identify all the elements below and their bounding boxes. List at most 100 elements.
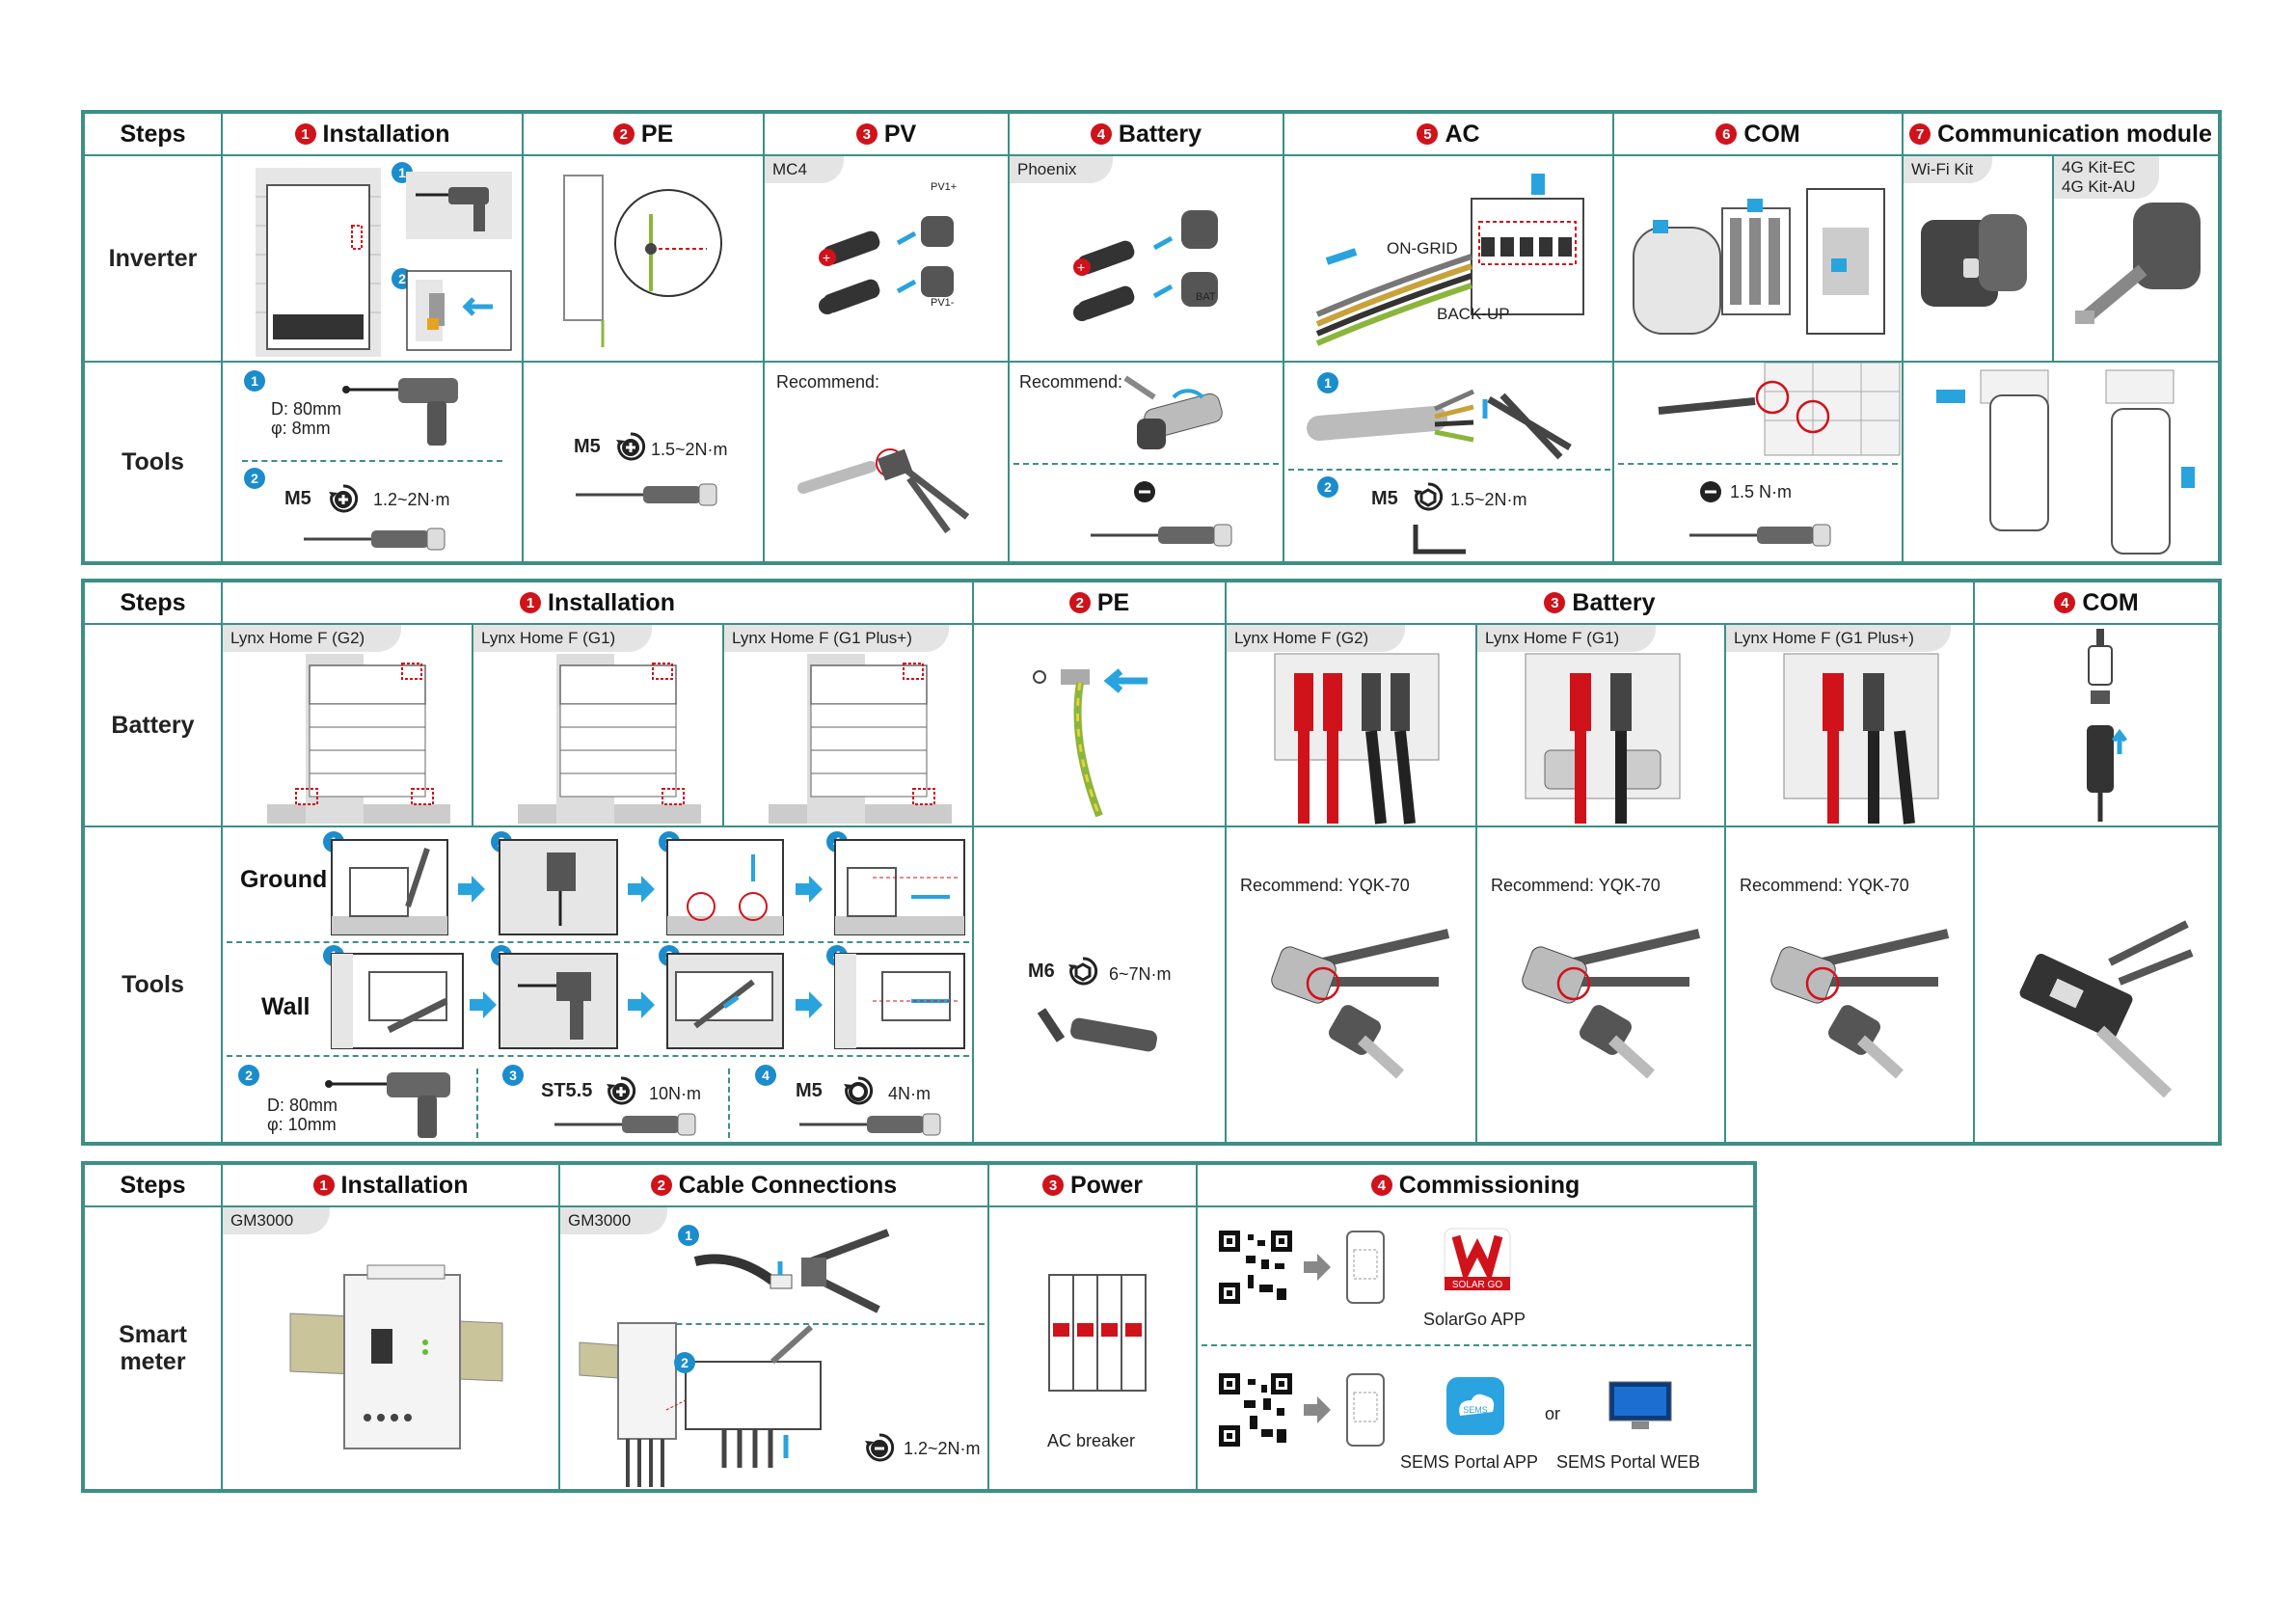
crimper-tool-illustration xyxy=(797,448,970,534)
torque-label: 1.5~2N·m xyxy=(651,440,728,459)
tools-module-cell xyxy=(1903,362,2219,562)
row-label-inverter: Inverter xyxy=(84,155,222,362)
battery-stack-illustration xyxy=(769,654,952,824)
header-label: AC xyxy=(1445,120,1480,148)
battery-pe-tools-cell: M6 6~7N·m xyxy=(973,826,1226,1143)
tools-com-cell: 1.5 N·m xyxy=(1613,362,1903,562)
loosen-icon xyxy=(863,1431,896,1464)
solargo-logo: SOLAR GO xyxy=(1444,1228,1511,1290)
hex-tighten-icon xyxy=(1067,955,1099,988)
screwdriver-icon xyxy=(1091,524,1232,547)
phone-icon xyxy=(1346,1373,1385,1447)
ground-step-2 xyxy=(499,839,618,935)
row-label-text: Inverter xyxy=(108,245,198,272)
screw-fixing-illustration xyxy=(406,270,512,351)
sems-app-logo: SEMS xyxy=(1446,1377,1504,1435)
battery-connector-tag: Phoenix xyxy=(1010,156,1114,183)
tools-ac-cell: 1 2 M5 1.5~2N·m xyxy=(1283,362,1613,562)
drill-icon xyxy=(342,378,458,446)
steps-header: Steps xyxy=(84,582,222,624)
stripper-tool-illustration xyxy=(1307,389,1572,460)
battery-model-g1-cell: Lynx Home F (G1) xyxy=(473,624,723,826)
header-ac: 5 AC xyxy=(1283,113,1613,155)
callout-1: 1 xyxy=(244,370,265,392)
screw-size-label: ST5.5 xyxy=(541,1080,593,1101)
wall-step-4 xyxy=(834,953,965,1049)
model-tag: Lynx Home F (G1 Plus+) xyxy=(724,625,949,652)
callout-1: 1 xyxy=(678,1225,699,1246)
step-number: 1 xyxy=(294,123,316,145)
callout-2: 2 xyxy=(244,468,265,489)
battery-cable-illustration xyxy=(1525,653,1681,824)
torque-label: 4N·m xyxy=(888,1084,931,1103)
step-number: 1 xyxy=(312,1175,335,1196)
torque-label: 1.5~2N·m xyxy=(1450,490,1527,509)
drill-diameter-label: φ: 10mm xyxy=(267,1115,337,1134)
wifi-kit-tag: Wi-Fi Kit xyxy=(1904,156,1993,183)
hex-key-icon xyxy=(1413,525,1466,555)
ground-step-4 xyxy=(834,839,965,935)
on-grid-label: ON-GRID xyxy=(1387,239,1458,257)
battery-pe-cell xyxy=(973,624,1226,826)
qr-code-icon xyxy=(1219,1231,1292,1304)
tools-installation-cell: 1 D: 80mm φ: 8mm 2 M5 1.2~2N·m xyxy=(222,362,523,562)
drill-icon xyxy=(325,1072,450,1138)
arrow-right-icon xyxy=(628,991,655,1018)
svg-text:+: + xyxy=(1077,259,1085,275)
wifi-module-illustration xyxy=(1921,214,2027,307)
model-tag: Lynx Home F (G2) xyxy=(223,625,402,652)
arrow-right-icon xyxy=(796,876,823,903)
wall-step-2 xyxy=(499,953,618,1049)
torque-label: 10N·m xyxy=(649,1084,702,1103)
screwdriver-icon xyxy=(576,483,717,506)
4g-kit-au-label: 4G Kit-AU xyxy=(2062,177,2136,196)
step-number: 4 xyxy=(1370,1175,1392,1196)
wall-step-1 xyxy=(331,953,464,1049)
4g-module-illustration xyxy=(2075,203,2201,324)
divider xyxy=(227,941,969,943)
step-number: 4 xyxy=(2054,592,2076,613)
recommend-label: Recommend: YQK-70 xyxy=(1491,876,1661,895)
header-label: PE xyxy=(1096,588,1130,616)
battery-model-g2-cell: Lynx Home F (G2) xyxy=(222,624,473,826)
header-label: COM xyxy=(2082,588,2139,616)
com-crimp-illustration xyxy=(1658,363,1901,456)
battery-cable-illustration xyxy=(1783,653,1939,825)
qr-code-icon xyxy=(1219,1373,1292,1447)
steps-header: Steps xyxy=(84,1164,222,1206)
pv-connector-tag: MC4 xyxy=(765,156,844,183)
header-label: Battery xyxy=(1118,120,1202,148)
recommend-label: Recommend: YQK-70 xyxy=(1240,876,1410,895)
battery-com-tools-cell xyxy=(1974,826,2219,1143)
battery-stack-illustration xyxy=(267,654,450,824)
step-number: 1 xyxy=(520,592,542,613)
header-label: Communication module xyxy=(1937,120,2212,148)
drill-depth-label: D: 80mm xyxy=(267,1096,338,1115)
com-terminal-illustration xyxy=(1633,188,1885,335)
tighten-icon xyxy=(605,1074,637,1107)
battery-tools-g1-cell: Recommend: YQK-70 xyxy=(1476,826,1725,1143)
inverter-battery-cell: Phoenix + BAT xyxy=(1009,155,1283,362)
model-tag: Lynx Home F (G2) xyxy=(1227,625,1406,652)
screw-size-label: M6 xyxy=(1028,961,1055,982)
battery-connect-g1plus-cell: Lynx Home F (G1 Plus+) xyxy=(1725,624,1974,826)
step-number: 5 xyxy=(1417,123,1439,145)
hydraulic-crimper-illustration xyxy=(1770,929,1950,1079)
ground-step-1 xyxy=(331,839,448,935)
wall-step-3 xyxy=(666,953,784,1049)
inverter-pv-cell: MC4 + PV1+ PV1- xyxy=(764,155,1009,362)
inverter-installation-cell: 1 2 xyxy=(222,155,523,362)
divider xyxy=(647,1323,985,1325)
bat-label: BAT xyxy=(1196,291,1216,303)
hex-tighten-icon xyxy=(1412,480,1445,513)
header-label: Cable Connections xyxy=(678,1171,898,1199)
battery-connect-g1-cell: Lynx Home F (G1) xyxy=(1476,624,1725,826)
step-number: 2 xyxy=(1068,592,1091,613)
header-com: 4 COM xyxy=(1974,582,2219,624)
drill-diameter-label: φ: 8mm xyxy=(271,419,331,438)
